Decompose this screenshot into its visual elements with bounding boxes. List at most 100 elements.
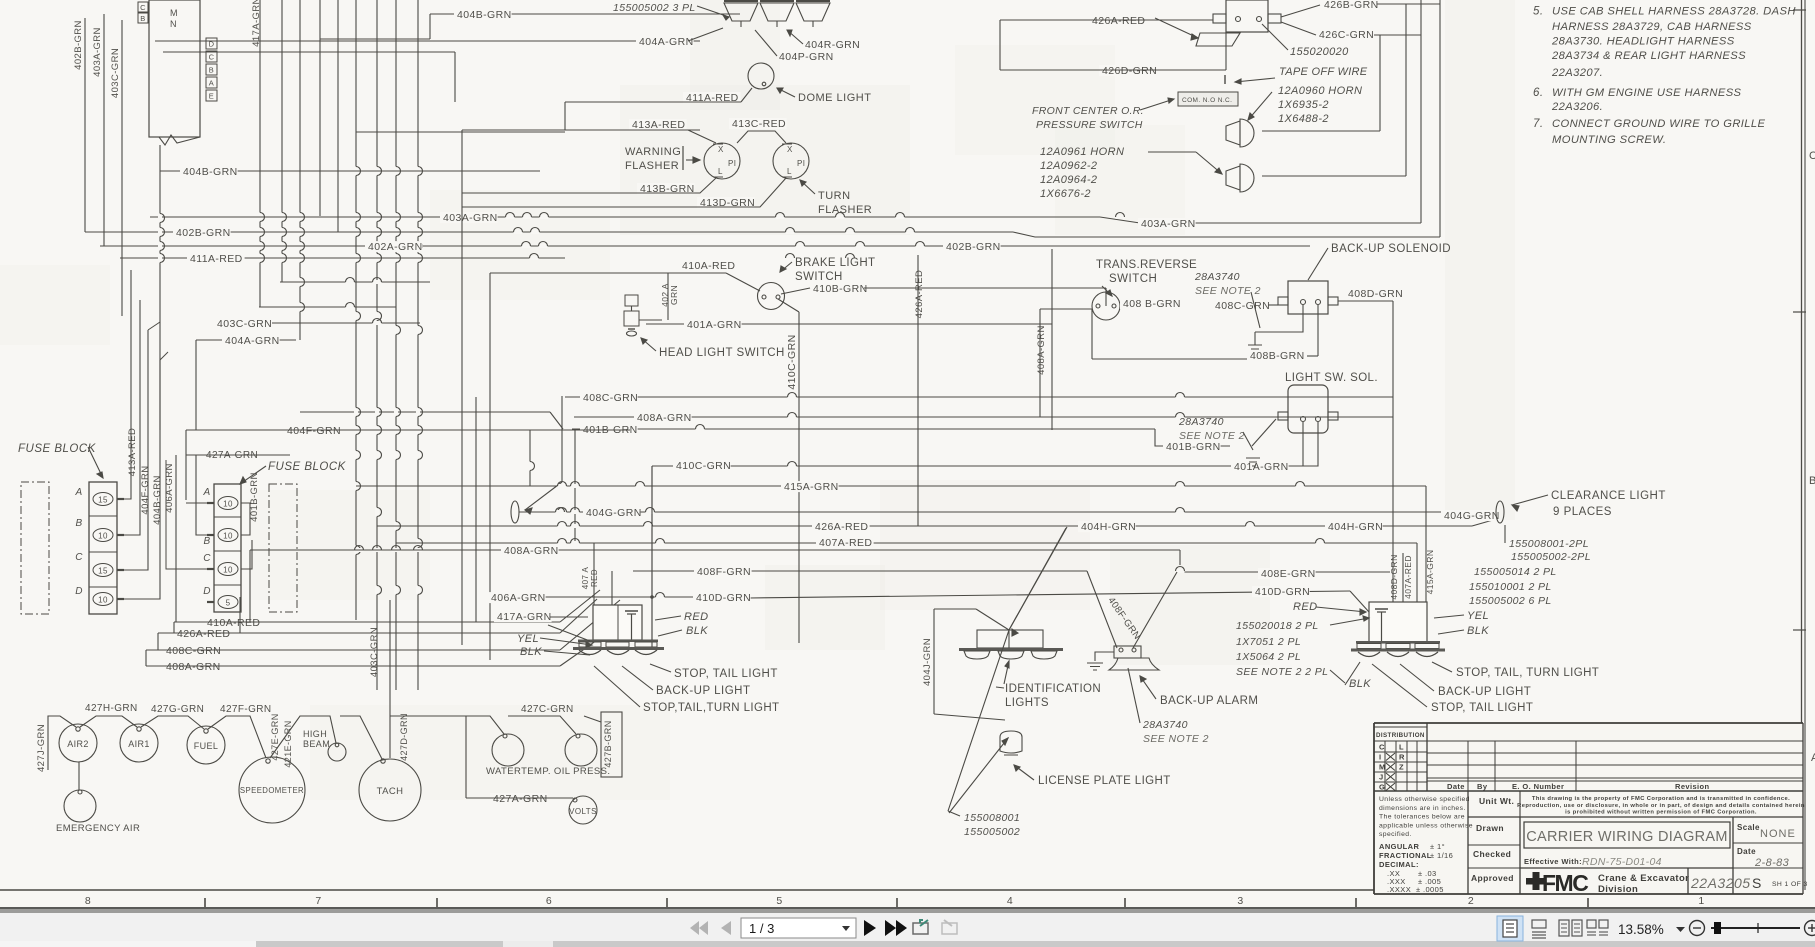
svg-text:5: 5 <box>226 599 231 608</box>
svg-text:D: D <box>75 586 83 597</box>
svg-text:Crane & Excavator: Crane & Excavator <box>1598 873 1689 884</box>
svg-text:DISTRIBUTION: DISTRIBUTION <box>1376 732 1425 739</box>
svg-text:401A-GRN: 401A-GRN <box>1234 461 1289 473</box>
svg-text:403C-GRN: 403C-GRN <box>369 627 380 677</box>
svg-text:402 A: 402 A <box>660 283 670 307</box>
svg-text:28A3740: 28A3740 <box>1142 719 1188 731</box>
svg-text:4: 4 <box>1007 895 1013 907</box>
svg-text:TAPE OFF WIRE: TAPE OFF WIRE <box>1279 66 1368 78</box>
svg-text:407 A: 407 A <box>581 567 590 590</box>
svg-text:PRESSURE SWITCH: PRESSURE SWITCH <box>1036 119 1143 131</box>
svg-text:1: 1 <box>1698 895 1704 907</box>
svg-text:10: 10 <box>223 500 233 509</box>
svg-text:426B-GRN: 426B-GRN <box>1324 0 1379 11</box>
svg-text:408C-GRN: 408C-GRN <box>166 645 221 657</box>
svg-text:1X6488-2: 1X6488-2 <box>1278 113 1329 125</box>
svg-text:417A-GRN: 417A-GRN <box>251 0 262 47</box>
svg-text:421E-GRN: 421E-GRN <box>283 720 293 767</box>
svg-text:408A-GRN: 408A-GRN <box>504 545 559 557</box>
svg-text:FLASHER: FLASHER <box>625 160 679 172</box>
svg-text:NONE: NONE <box>1760 828 1796 840</box>
svg-text:C: C <box>203 553 211 564</box>
svg-text:SEE NOTE 2: SEE NOTE 2 <box>1179 430 1245 442</box>
svg-text:SEE NOTE 2: SEE NOTE 2 <box>1195 285 1261 297</box>
svg-text:C: C <box>209 53 215 62</box>
svg-text:404A-GRN: 404A-GRN <box>225 335 280 347</box>
svg-text:C: C <box>140 3 146 12</box>
svg-text:A: A <box>1811 752 1815 764</box>
svg-text:SH 1 OF 3: SH 1 OF 3 <box>1772 881 1808 888</box>
svg-text:28A3734 & REAR LIGHT HARNESS: 28A3734 & REAR LIGHT HARNESS <box>1551 50 1746 62</box>
svg-text:AIR2: AIR2 <box>67 739 89 749</box>
svg-text:411A-RED: 411A-RED <box>686 92 739 104</box>
svg-text:BACK-UP ALARM: BACK-UP ALARM <box>1160 695 1258 707</box>
svg-text:403C-GRN: 403C-GRN <box>110 48 121 98</box>
svg-text:CONNECT GROUND WIRE TO GRILLE: CONNECT GROUND WIRE TO GRILLE <box>1552 118 1766 130</box>
svg-text:D: D <box>203 586 211 597</box>
svg-text:427E-GRN: 427E-GRN <box>270 713 280 760</box>
svg-text:B: B <box>140 14 145 23</box>
svg-text:7: 7 <box>315 895 321 907</box>
svg-text:404B-GRN: 404B-GRN <box>152 475 163 525</box>
svg-text:B: B <box>75 518 82 529</box>
svg-text:Revision: Revision <box>1675 782 1709 791</box>
svg-text:2: 2 <box>1468 895 1474 907</box>
svg-text:J: J <box>1379 773 1384 782</box>
svg-text:D: D <box>209 40 215 49</box>
svg-text:Effective With:: Effective With: <box>1524 857 1582 866</box>
svg-text:HIGH: HIGH <box>303 729 327 739</box>
svg-text:155005002-2PL: 155005002-2PL <box>1511 551 1591 563</box>
svg-text:is prohibited without written: is prohibited without written permission… <box>1565 810 1757 816</box>
svg-text:1 / 3: 1 / 3 <box>749 921 774 936</box>
svg-text:COM. N.O N.C.: COM. N.O N.C. <box>1182 97 1232 104</box>
svg-text:408A-GRN: 408A-GRN <box>637 412 692 424</box>
svg-text:BEAM: BEAM <box>303 739 330 749</box>
svg-text:13.58%: 13.58% <box>1618 922 1664 937</box>
svg-text:5.: 5. <box>1533 6 1544 18</box>
svg-text:413A-RED: 413A-RED <box>632 119 685 131</box>
svg-text:28A3740: 28A3740 <box>1194 271 1240 283</box>
svg-text:FLASHER: FLASHER <box>818 204 872 216</box>
svg-text:STOP,TAIL,TURN LIGHT: STOP,TAIL,TURN LIGHT <box>643 702 779 714</box>
svg-text:410D-GRN: 410D-GRN <box>696 592 751 604</box>
svg-text:DECIMAL:: DECIMAL: <box>1379 860 1419 869</box>
svg-text:FRACTIONAL: FRACTIONAL <box>1379 851 1432 860</box>
svg-text:B: B <box>203 536 210 547</box>
svg-text:BLK: BLK <box>1467 625 1489 637</box>
svg-text:E. O. Number: E. O. Number <box>1512 782 1564 791</box>
svg-text:B: B <box>209 66 214 75</box>
svg-text:M: M <box>1379 763 1386 772</box>
svg-text:FRONT CENTER O.R.: FRONT CENTER O.R. <box>1032 105 1144 117</box>
svg-text:6: 6 <box>546 895 552 907</box>
svg-text:N: N <box>170 19 177 29</box>
svg-text:427B-GRN: 427B-GRN <box>603 720 613 767</box>
svg-text:408E-GRN: 408E-GRN <box>1261 568 1316 580</box>
svg-text:10: 10 <box>98 532 108 541</box>
svg-text:410B-GRN: 410B-GRN <box>813 283 868 295</box>
svg-text:12A0964-2: 12A0964-2 <box>1040 174 1097 186</box>
svg-text:specified.: specified. <box>1379 831 1412 838</box>
svg-text:427D-GRN: 427D-GRN <box>399 713 409 761</box>
svg-text:± 1/16: ± 1/16 <box>1430 851 1453 860</box>
svg-text:FUSE BLOCK: FUSE BLOCK <box>268 461 347 473</box>
svg-text:1X6676-2: 1X6676-2 <box>1040 188 1091 200</box>
svg-text:404G-GRN: 404G-GRN <box>1444 510 1500 522</box>
svg-text:415A-GRN: 415A-GRN <box>1425 550 1435 595</box>
svg-text:401A-GRN: 401A-GRN <box>687 319 742 331</box>
svg-text:L: L <box>718 167 723 176</box>
svg-text:404H-GRN: 404H-GRN <box>1081 521 1136 533</box>
svg-text:404F-GRN: 404F-GRN <box>140 465 151 514</box>
svg-text:415A-GRN: 415A-GRN <box>784 481 839 493</box>
svg-text:RED: RED <box>590 569 599 587</box>
svg-text:407A-RED: 407A-RED <box>1403 555 1413 599</box>
svg-text:By: By <box>1477 782 1488 791</box>
svg-text:TACH: TACH <box>377 786 404 797</box>
svg-text:PI: PI <box>728 159 736 168</box>
svg-text:CARRIER WIRING DIAGRAM: CARRIER WIRING DIAGRAM <box>1526 829 1728 845</box>
svg-text:417A-GRN: 417A-GRN <box>497 611 552 623</box>
svg-text:6.: 6. <box>1533 87 1544 99</box>
svg-text:LICENSE PLATE LIGHT: LICENSE PLATE LIGHT <box>1038 775 1171 787</box>
svg-text:LIGHTS: LIGHTS <box>1005 697 1049 709</box>
svg-text:408B-GRN: 408B-GRN <box>1250 350 1305 362</box>
svg-text:403A-GRN: 403A-GRN <box>92 27 103 77</box>
